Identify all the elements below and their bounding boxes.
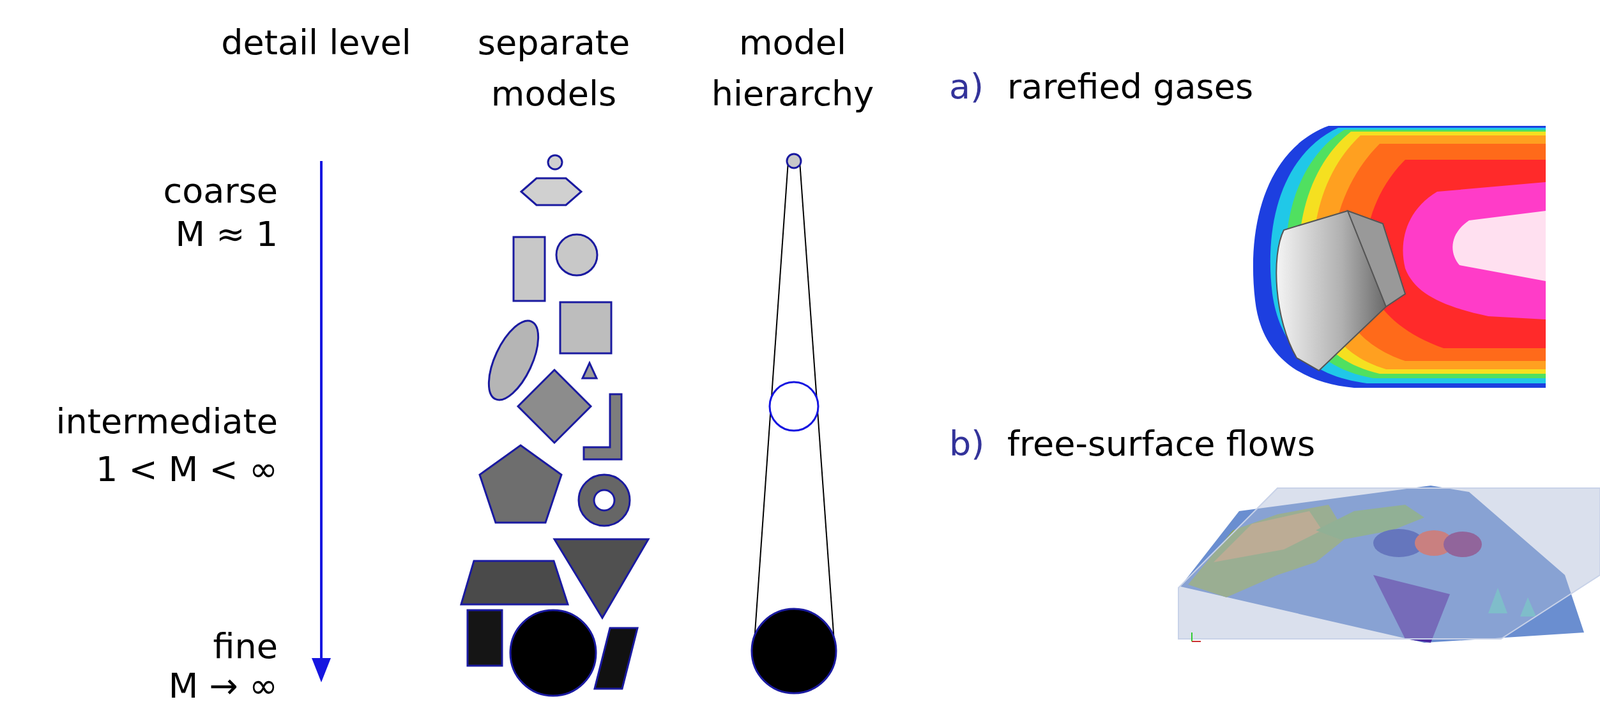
- detail-arrow: [320, 160, 323, 665]
- model-hierarchy: [751, 153, 837, 694]
- shape: [518, 369, 591, 443]
- shape: [578, 474, 630, 526]
- label: M → ∞: [168, 660, 278, 712]
- label: free-surface flows: [1007, 418, 1316, 470]
- column-header: separate models: [448, 17, 660, 120]
- label: M ≈ 1: [175, 208, 278, 260]
- label: rarefied gases: [1007, 61, 1254, 113]
- shape: [467, 609, 503, 666]
- label: b): [949, 418, 985, 470]
- shape: [513, 236, 545, 301]
- column-header: model hierarchy: [687, 17, 899, 120]
- shape: [510, 609, 596, 696]
- rarefied-gas-figure: [1242, 125, 1546, 388]
- shape: [479, 445, 562, 523]
- shape: [521, 178, 582, 206]
- separate-models: [461, 155, 649, 696]
- label: fine: [213, 620, 278, 672]
- label: coarse: [163, 165, 278, 217]
- shape: [560, 302, 612, 354]
- shape: [583, 394, 622, 460]
- shape: [461, 560, 568, 605]
- shape: [582, 362, 597, 379]
- shape: [548, 155, 563, 170]
- column-header: detail level: [210, 17, 422, 69]
- shape: [594, 627, 638, 689]
- free-surface-figure: [1178, 485, 1600, 643]
- shape: [556, 234, 598, 276]
- label: intermediate: [56, 396, 278, 448]
- arrow-head: [311, 657, 331, 683]
- shape: [554, 539, 649, 618]
- shape: [594, 489, 615, 511]
- label: a): [949, 61, 984, 113]
- label: 1 < M < ∞: [95, 443, 278, 496]
